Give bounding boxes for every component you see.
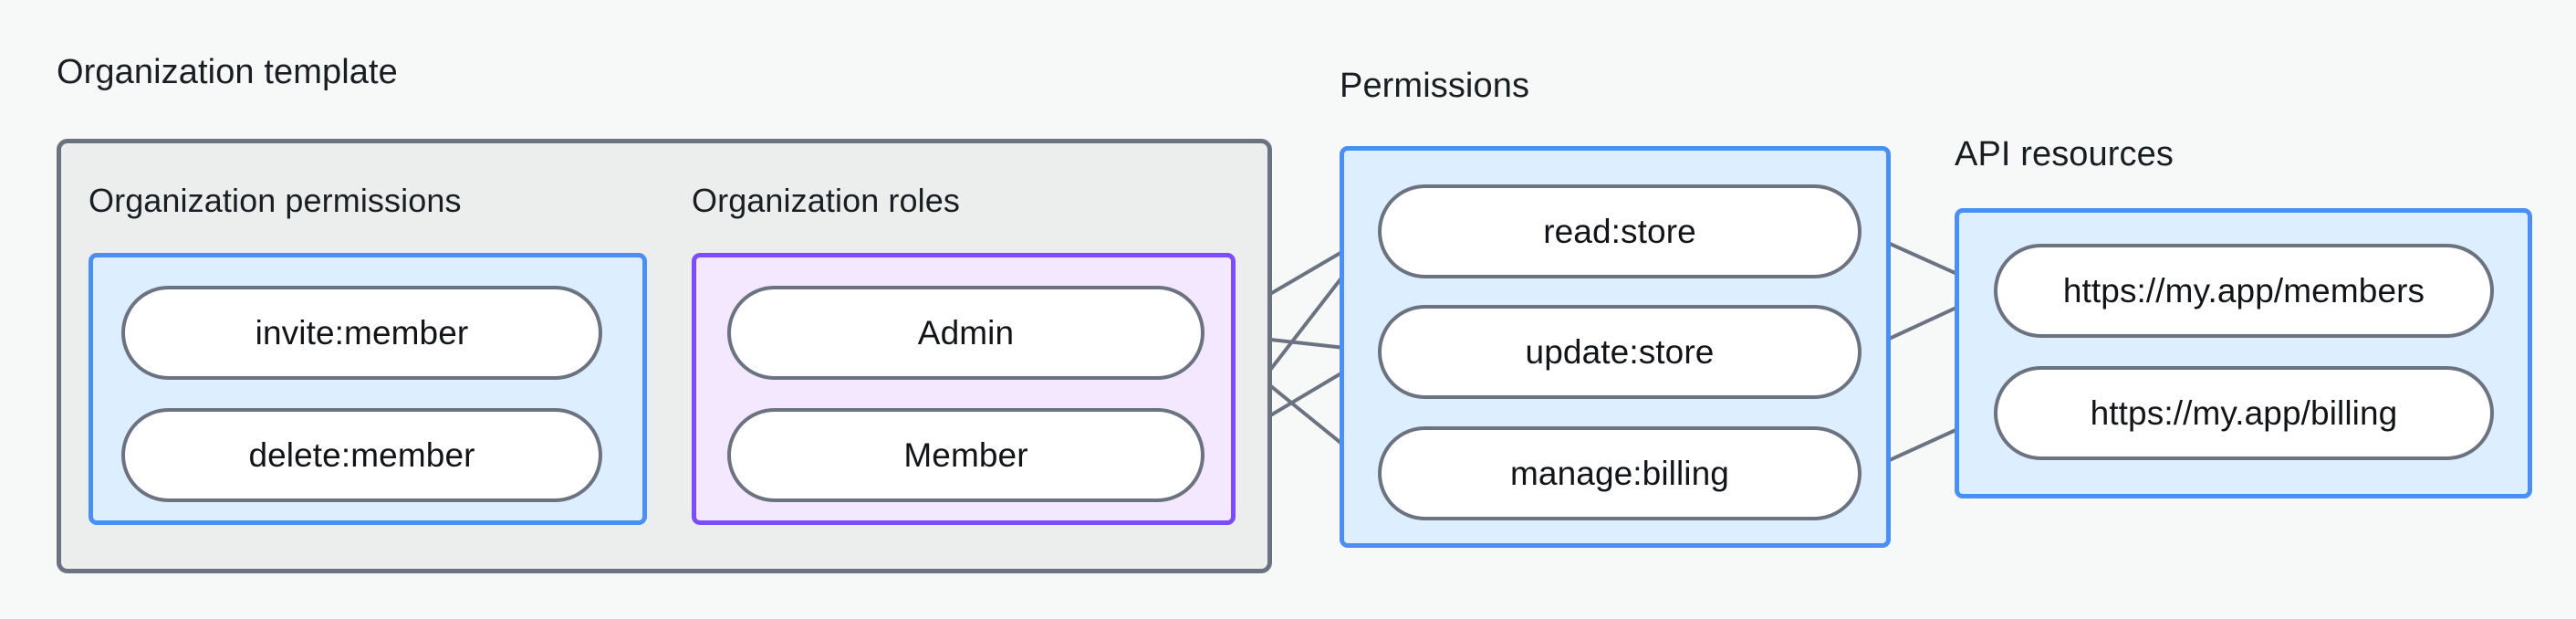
node-label: manage:billing <box>1509 454 1729 492</box>
node-read-store[interactable]: read:store <box>1378 184 1862 278</box>
group-label-api-resources: API resources <box>1955 135 2174 173</box>
node-delete-member[interactable]: delete:member <box>121 408 602 502</box>
node-manage-billing[interactable]: manage:billing <box>1378 426 1862 520</box>
node-label: Admin <box>917 313 1015 351</box>
node-label: https://my.app/members <box>2062 271 2425 310</box>
node-members-url[interactable]: https://my.app/members <box>1994 244 2494 338</box>
node-label: update:store <box>1525 332 1715 371</box>
group-label-organization-permissions: Organization permissions <box>89 182 462 219</box>
node-label: https://my.app/billing <box>2090 393 2398 432</box>
node-update-store[interactable]: update:store <box>1378 305 1862 399</box>
group-label-permissions: Permissions <box>1340 67 1530 105</box>
node-admin[interactable]: Admin <box>727 286 1205 380</box>
group-label-organization-roles: Organization roles <box>692 182 960 219</box>
group-label-organization-template: Organization template <box>57 53 398 91</box>
node-label: Member <box>903 435 1028 474</box>
node-invite-member[interactable]: invite:member <box>121 286 602 380</box>
node-member[interactable]: Member <box>727 408 1205 502</box>
node-label: invite:member <box>255 313 469 351</box>
node-label: delete:member <box>248 435 475 474</box>
node-label: read:store <box>1543 212 1696 250</box>
node-billing-url[interactable]: https://my.app/billing <box>1994 366 2494 460</box>
